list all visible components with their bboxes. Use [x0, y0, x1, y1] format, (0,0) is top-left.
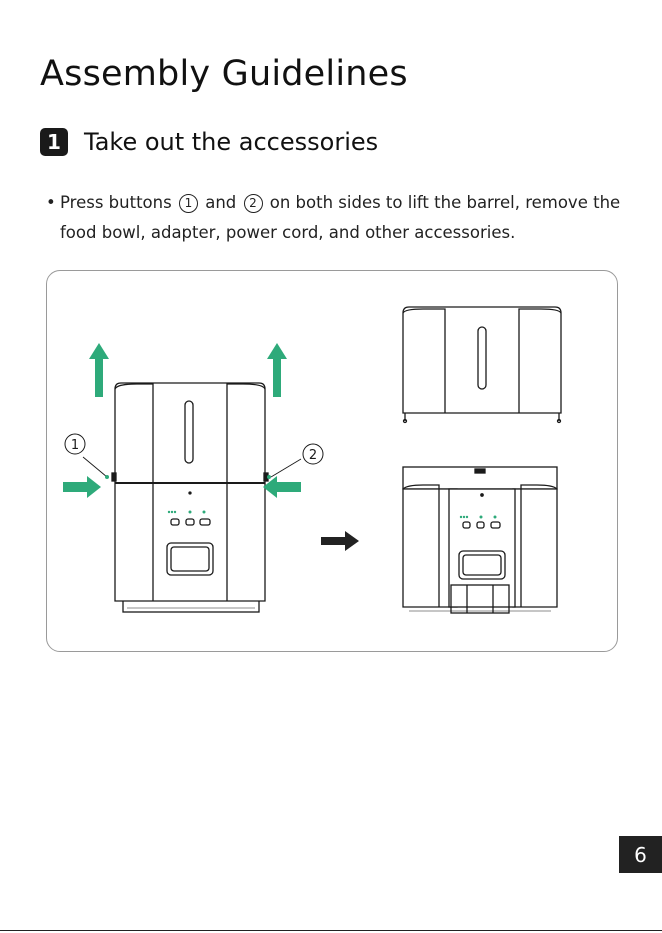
- next-arrow-icon: [321, 531, 359, 551]
- callout-1: 1: [65, 434, 85, 454]
- bullet-dot: •: [46, 188, 56, 218]
- callout-2-label: 2: [309, 448, 317, 463]
- button-2-marker: 2: [244, 194, 263, 213]
- step-title: Take out the accessories: [84, 128, 378, 156]
- instruction-part1: Press buttons: [60, 193, 172, 212]
- step-number-badge: 1: [40, 128, 68, 156]
- page-number: 6: [619, 836, 662, 873]
- assembly-illustration: 1 2: [46, 270, 618, 652]
- button-1-marker: 1: [179, 194, 198, 213]
- callout-1-label: 1: [71, 438, 79, 453]
- step-heading: 1 Take out the accessories: [40, 128, 378, 156]
- instruction-part2: and: [205, 193, 236, 212]
- callout-2: 2: [303, 444, 323, 464]
- base-part: [403, 467, 557, 613]
- bottom-divider: [0, 930, 662, 931]
- callout-dot: [267, 475, 271, 479]
- press-arrow-icon: [263, 476, 301, 498]
- feeder-drawing: 1 2: [47, 271, 619, 653]
- press-arrow-icon: [63, 476, 101, 498]
- page-title: Assembly Guidelines: [40, 54, 408, 94]
- callout-dot: [105, 475, 109, 479]
- feeder-left: [112, 383, 268, 612]
- instruction-text: • Press buttons 1 and 2 on both sides to…: [46, 188, 626, 248]
- barrel-part: [403, 307, 561, 423]
- up-arrow-icon: [267, 343, 287, 397]
- up-arrow-icon: [89, 343, 109, 397]
